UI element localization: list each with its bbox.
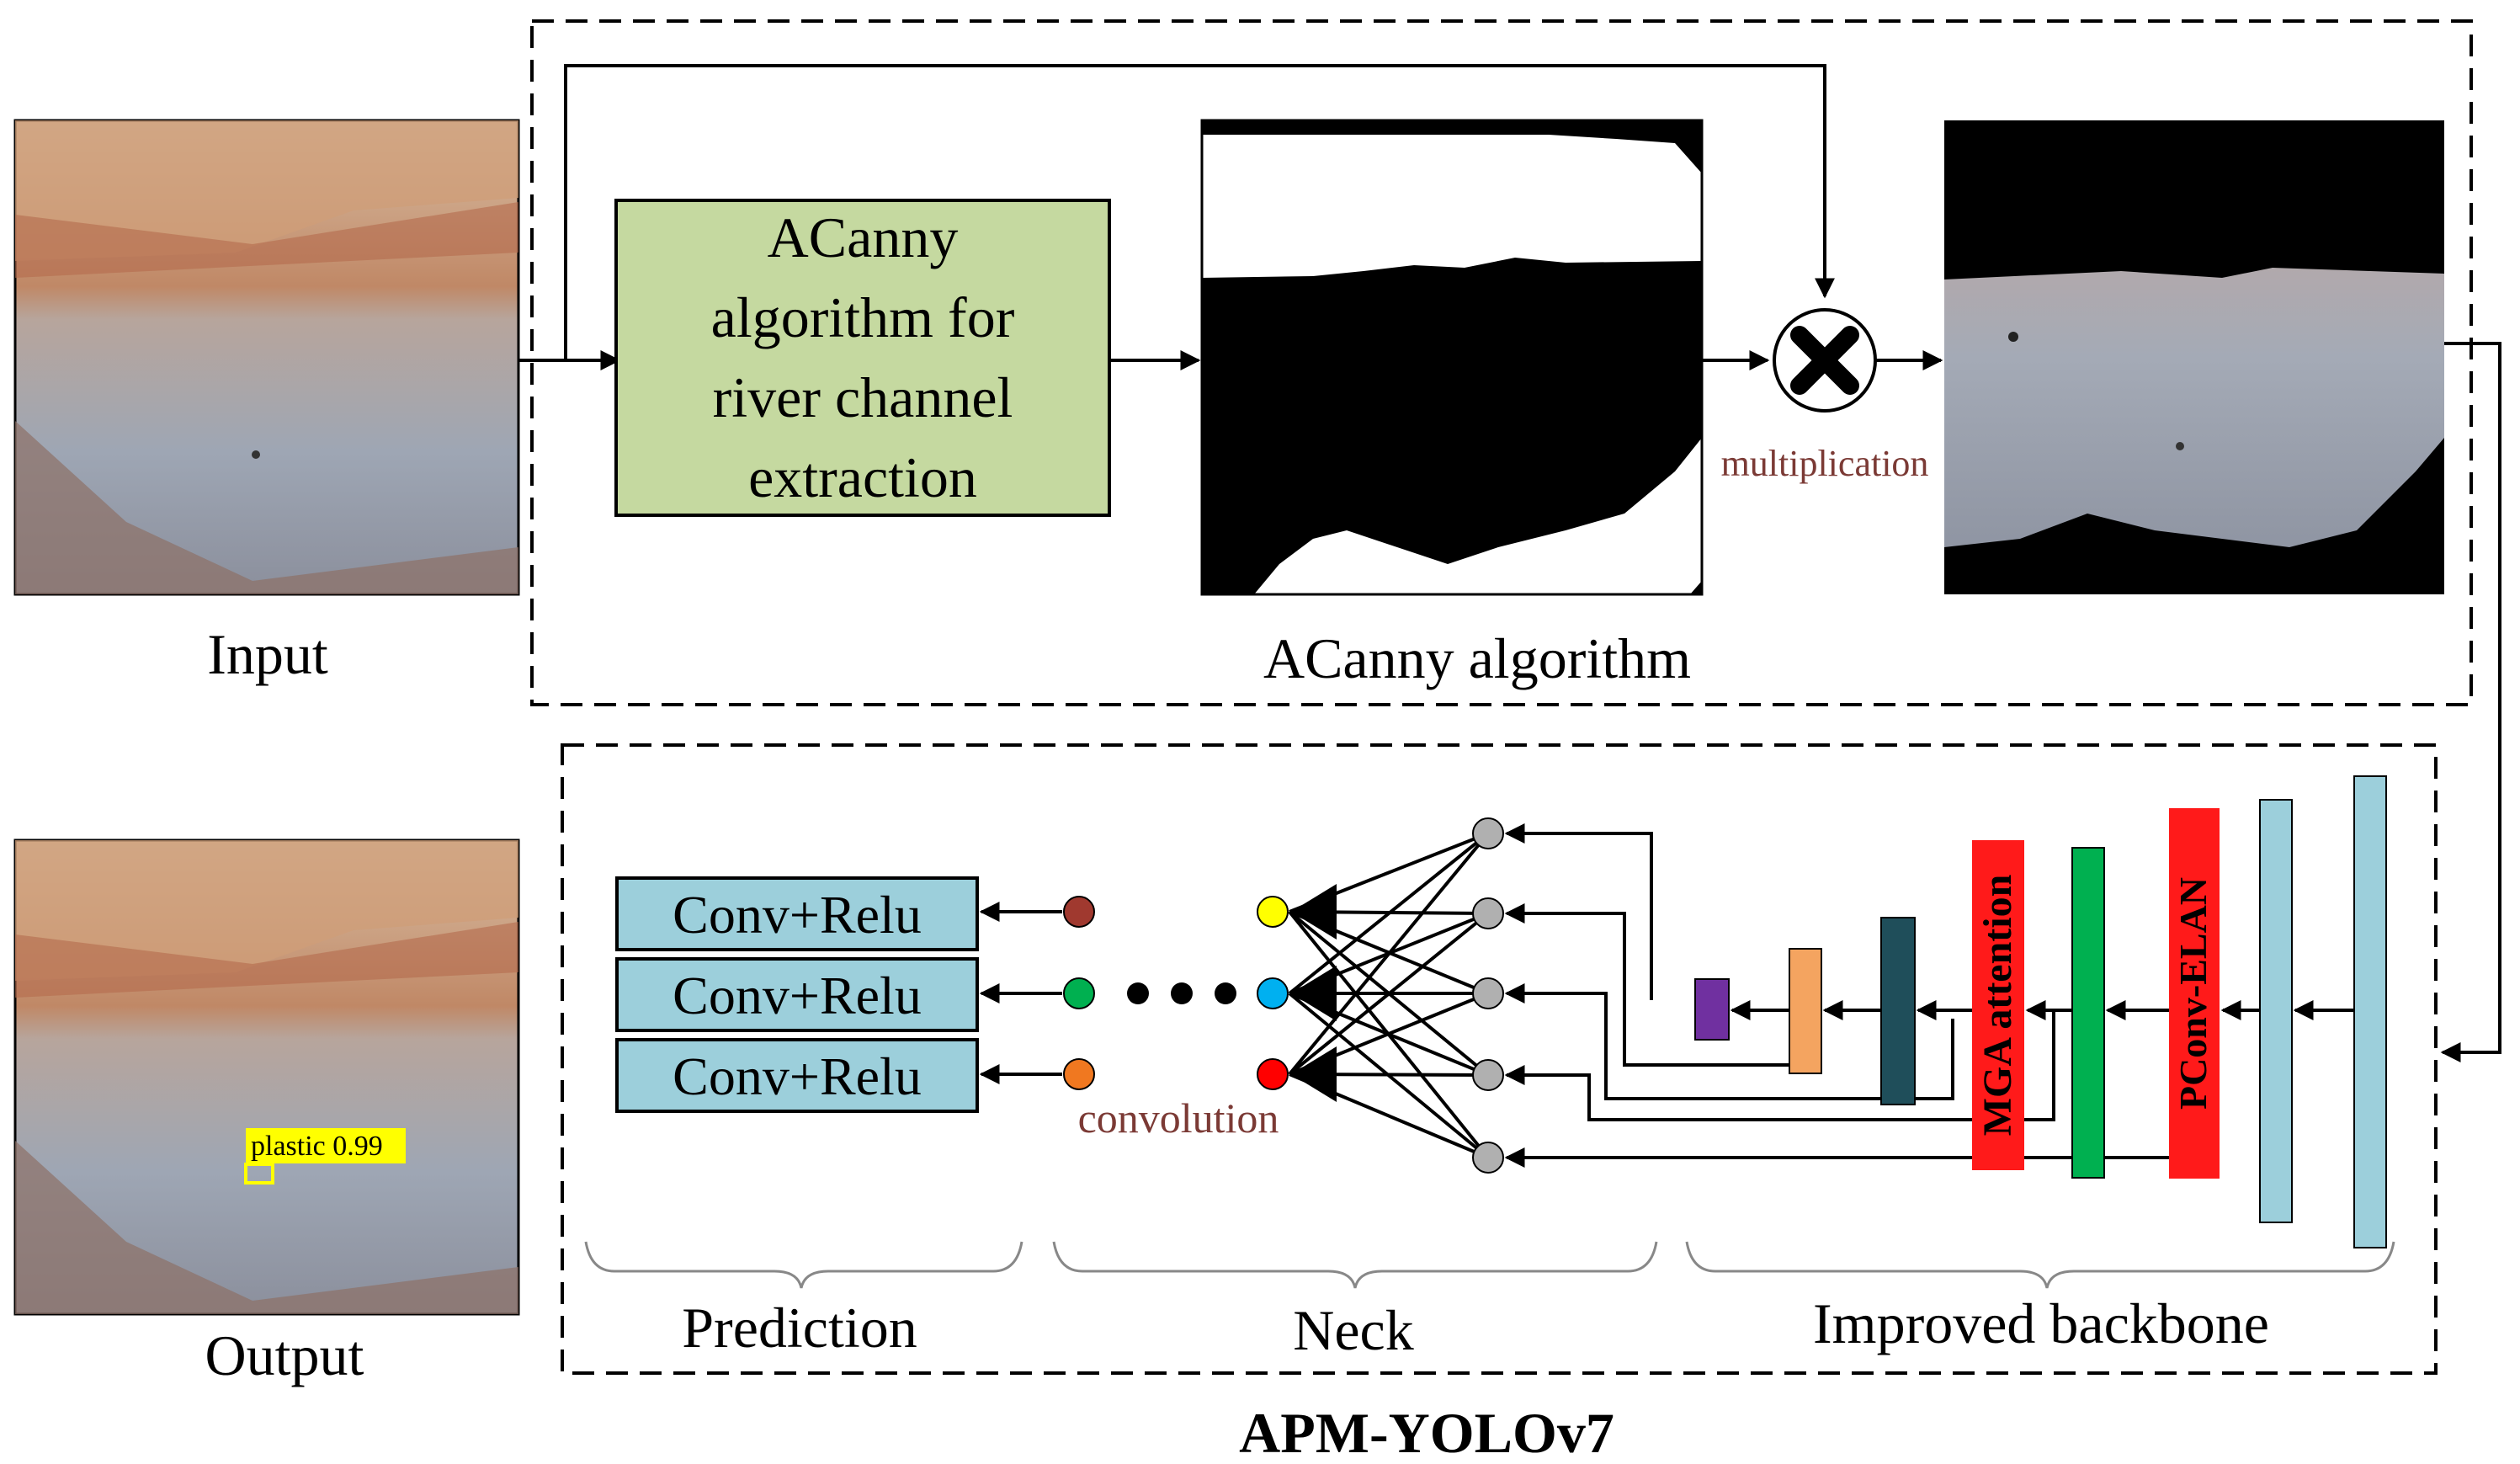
neck-node-gray-1 xyxy=(1472,817,1504,849)
conv-relu-label-2: Conv+Relu xyxy=(673,966,922,1025)
backbone-block-lightblue-2 xyxy=(2353,775,2387,1248)
neck-node-blue xyxy=(1257,977,1289,1009)
section-braces xyxy=(584,1241,2395,1289)
pconv-elan-label: PConv-ELAN xyxy=(2172,877,2214,1110)
input-image xyxy=(13,119,520,596)
masked-image xyxy=(1944,120,2444,594)
backbone-block-purple xyxy=(1694,978,1730,1041)
ellipsis-dot xyxy=(1171,982,1193,1004)
backbone-block-lightblue-1 xyxy=(2259,799,2293,1223)
improved-backbone-label: Improved backbone xyxy=(1813,1291,2269,1355)
neck-node-gray-5 xyxy=(1472,1142,1504,1174)
conv-relu-box-3 xyxy=(615,1038,979,1113)
backbone-block-orange xyxy=(1789,948,1822,1074)
prediction-node-green xyxy=(1063,977,1095,1009)
neck-node-gray-3 xyxy=(1472,977,1504,1009)
output-image xyxy=(13,838,520,1316)
acanny-box-line-4: extraction xyxy=(748,445,977,509)
conv-relu-label-1: Conv+Relu xyxy=(673,885,922,945)
acanny-extraction-box xyxy=(614,199,1111,517)
conv-relu-box-2 xyxy=(615,957,979,1032)
ellipsis-dot xyxy=(1215,982,1236,1004)
mga-attention-block xyxy=(1972,840,2024,1170)
multiplication-label: multiplication xyxy=(1721,443,1929,484)
apm-yolov7-frame xyxy=(561,743,2438,1375)
neck-node-red xyxy=(1257,1058,1289,1090)
conv-relu-box-1 xyxy=(615,876,979,951)
conv-relu-label-3: Conv+Relu xyxy=(673,1046,922,1106)
multiplication-node xyxy=(1773,308,1877,413)
backbone-block-teal xyxy=(1880,917,1916,1105)
neck-node-yellow xyxy=(1257,896,1289,928)
model-title: APM-YOLOv7 xyxy=(1239,1401,1614,1464)
input-label: Input xyxy=(207,622,328,686)
neck-node-gray-4 xyxy=(1472,1059,1504,1091)
mask-image xyxy=(1200,119,1704,596)
ellipsis-dot xyxy=(1127,982,1149,1004)
neck-label: Neck xyxy=(1293,1298,1413,1362)
acanny-box-line-2: algorithm for xyxy=(711,285,1015,349)
acanny-section-label: ACanny algorithm xyxy=(1263,626,1691,690)
acanny-box-line-1: ACanny xyxy=(768,205,959,269)
backbone-block-green xyxy=(2071,847,2105,1179)
convolution-label: convolution xyxy=(1078,1094,1279,1142)
acanny-box-line-3: river channel xyxy=(713,365,1013,429)
mga-attention-label: MGA attention xyxy=(1975,875,2020,1137)
acanny-section-frame xyxy=(530,19,2473,706)
prediction-node-brown xyxy=(1063,896,1095,928)
output-label: Output xyxy=(205,1323,364,1387)
prediction-node-orange xyxy=(1063,1058,1095,1090)
pconv-elan-block xyxy=(2169,808,2220,1179)
detection-label: plastic 0.99 xyxy=(251,1131,383,1162)
prediction-label: Prediction xyxy=(682,1296,917,1360)
neck-node-gray-2 xyxy=(1472,897,1504,929)
